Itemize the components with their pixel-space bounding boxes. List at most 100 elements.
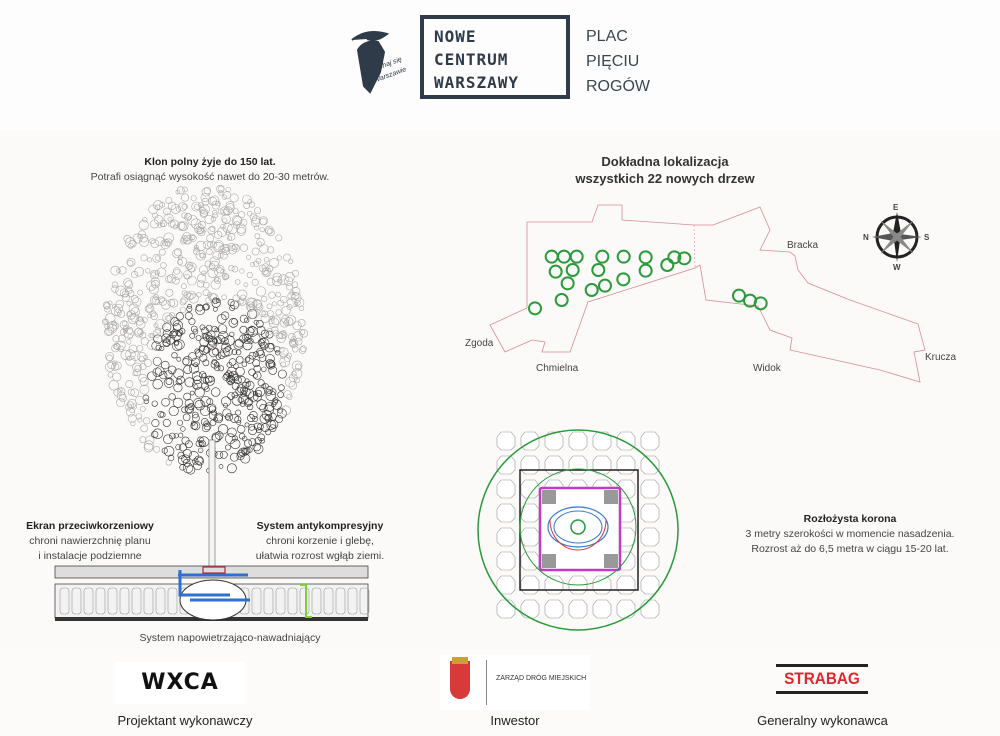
leaf xyxy=(231,265,239,273)
leaf xyxy=(193,247,201,255)
leaf xyxy=(191,357,200,367)
leaf xyxy=(223,346,233,357)
leaf xyxy=(194,203,201,210)
leaf xyxy=(183,234,193,245)
soil-cell xyxy=(640,455,660,475)
leaf xyxy=(127,259,134,267)
leaf xyxy=(141,317,148,324)
leaf xyxy=(183,365,193,374)
leaf xyxy=(229,331,235,337)
leaf xyxy=(233,300,241,308)
leaf xyxy=(193,362,199,368)
leaf xyxy=(173,383,183,393)
leaf xyxy=(165,288,174,297)
soil-cell xyxy=(520,599,540,619)
leaf xyxy=(217,226,228,237)
street-zgoda: Zgoda xyxy=(465,338,494,349)
zdm-logo-text: ZARZĄD DRÓG MIEJSKICH xyxy=(496,675,587,682)
leaf xyxy=(188,363,199,374)
leaf xyxy=(248,325,256,333)
leaf xyxy=(218,331,229,342)
leaf xyxy=(281,330,287,336)
leaf xyxy=(186,465,196,475)
leaf xyxy=(249,261,255,267)
leaf xyxy=(165,378,173,385)
leaf xyxy=(202,359,210,367)
leaf xyxy=(261,383,267,389)
street-widok: Widok xyxy=(753,363,781,374)
leaf xyxy=(204,375,215,386)
leaf xyxy=(259,226,265,233)
leaf xyxy=(120,349,131,361)
site-outline xyxy=(489,204,926,383)
leaf xyxy=(117,387,126,396)
anticompression-title: System antykompresyjny xyxy=(256,520,384,532)
leaf xyxy=(126,339,132,345)
compass-s: S xyxy=(924,233,930,242)
leaf xyxy=(236,223,247,234)
leaf xyxy=(211,432,222,443)
leaf xyxy=(238,297,247,306)
tree-marker xyxy=(548,264,563,279)
leaf xyxy=(278,274,289,285)
street-bracka: Bracka xyxy=(787,240,819,251)
leaf xyxy=(180,426,186,432)
leaf xyxy=(209,195,220,206)
leaf xyxy=(221,294,228,301)
leaf xyxy=(138,373,147,383)
leaf xyxy=(192,411,199,419)
leaf xyxy=(242,333,250,341)
root-screen-title: Ekran przeciwkorzeniowy xyxy=(26,520,154,532)
leaf xyxy=(277,391,284,398)
leaf xyxy=(172,249,182,259)
leaf xyxy=(187,215,198,226)
leaf xyxy=(222,273,229,280)
place-line-1: PLAC xyxy=(586,28,628,45)
leaf xyxy=(175,189,181,195)
crown-line: Rozrost aż do 6,5 metra w ciągu 15-20 la… xyxy=(751,543,949,555)
warsaw-coat-of-arms-icon xyxy=(450,661,470,699)
leaf xyxy=(288,258,294,264)
leaf xyxy=(192,458,199,465)
leaf xyxy=(169,298,179,308)
leaf xyxy=(243,282,249,288)
leaf xyxy=(170,219,179,229)
soil-cell xyxy=(496,479,516,499)
leaf xyxy=(279,295,288,304)
leaf xyxy=(169,432,176,440)
leaf xyxy=(267,246,275,254)
leaf xyxy=(162,418,171,427)
leaf xyxy=(220,251,228,260)
leaf xyxy=(198,345,206,352)
leaf xyxy=(256,303,264,311)
leaf xyxy=(201,423,211,433)
leaf xyxy=(199,210,208,218)
tree-marker xyxy=(598,278,612,293)
leaf xyxy=(203,420,210,427)
leaf xyxy=(127,413,137,423)
leaf xyxy=(202,281,210,289)
leaf xyxy=(211,325,218,333)
leaf xyxy=(236,452,245,461)
leaf xyxy=(231,391,239,399)
leaf xyxy=(224,414,230,420)
place-name: PLAC PIĘCIU ROGÓW xyxy=(586,24,650,99)
leaf xyxy=(293,377,300,384)
leaf xyxy=(159,201,166,208)
leaf xyxy=(188,352,197,361)
leaf xyxy=(174,248,183,257)
leaf xyxy=(177,259,183,266)
leaf xyxy=(126,257,136,267)
leaf xyxy=(161,300,171,310)
leaf xyxy=(247,414,255,422)
soil-cell xyxy=(640,527,660,547)
leaf xyxy=(147,371,157,381)
pavement-layer xyxy=(54,565,369,579)
leaf xyxy=(163,434,173,445)
leaf xyxy=(103,302,111,310)
leaf xyxy=(192,328,199,335)
leaf xyxy=(227,427,237,438)
leaf xyxy=(156,267,167,277)
leaf xyxy=(191,371,202,382)
